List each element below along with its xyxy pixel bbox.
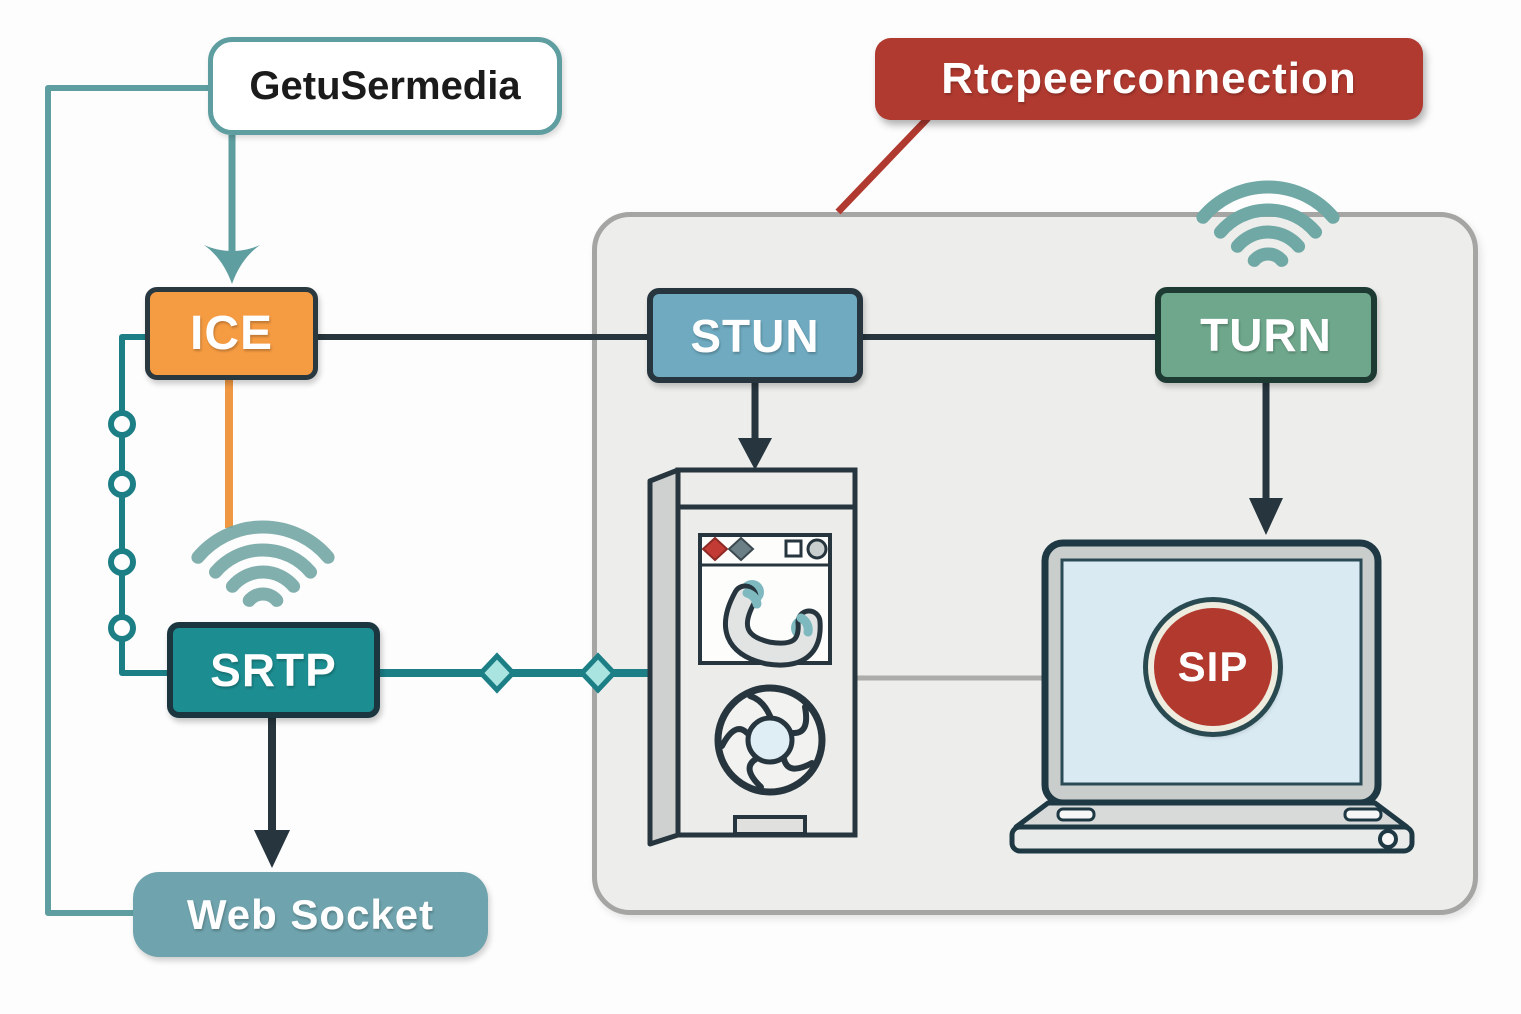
- window-red-diamond-icon: [701, 536, 729, 562]
- node-stun: STUN: [647, 288, 863, 383]
- node-turn: TURN: [1155, 287, 1377, 383]
- window-square-icon: [784, 539, 803, 558]
- connector-dot: [108, 470, 136, 498]
- server-side-panel: [647, 467, 681, 847]
- node-getusermedia: GetuSermedia: [208, 37, 562, 135]
- arrowhead-stun-server: [738, 438, 772, 470]
- arrowhead-turn-laptop: [1249, 498, 1283, 535]
- connector-dot: [108, 410, 136, 438]
- browser-window-icon: [698, 533, 832, 668]
- node-websocket-label: Web Socket: [186, 890, 435, 938]
- sip-badge-label: SIP: [1177, 643, 1249, 690]
- node-srtp-label: SRTP: [210, 644, 337, 696]
- phone-handset-icon: [723, 580, 823, 668]
- node-ice: ICE: [145, 287, 318, 380]
- node-websocket: Web Socket: [133, 872, 488, 957]
- laptop-button: [1378, 829, 1398, 849]
- node-turn-label: TURN: [1200, 309, 1332, 361]
- laptop-pad-left: [1056, 807, 1096, 822]
- connector-dot: [108, 548, 136, 576]
- diamond-marker: [477, 652, 517, 694]
- node-ice-label: ICE: [189, 307, 273, 360]
- node-rtcpeerconnection: Rtcpeerconnection: [875, 38, 1423, 120]
- window-gray-diamond-icon: [727, 536, 755, 562]
- wifi-icon-top: [1196, 180, 1340, 267]
- wifi-icon-left: [191, 520, 335, 607]
- node-stun-label: STUN: [690, 309, 820, 362]
- diamond-marker: [578, 652, 618, 694]
- edge-getusermedia-websocket: [45, 85, 208, 916]
- node-rtcpeerconnection-label: Rtcpeerconnection: [941, 54, 1357, 103]
- laptop-pad-right: [1343, 807, 1383, 822]
- arrowhead-srtp-websocket: [254, 830, 290, 868]
- server-foot-slot: [733, 815, 807, 836]
- node-getusermedia-label: GetuSermedia: [249, 63, 521, 108]
- arrowhead-teal-ice: [204, 245, 260, 284]
- server-icon: [647, 467, 858, 847]
- laptop-icon: [1009, 539, 1415, 854]
- node-srtp: SRTP: [167, 622, 380, 718]
- sip-badge: SIP: [1148, 602, 1278, 732]
- window-circle-icon: [806, 538, 828, 560]
- edge-rtcpeerconnection-panel: [835, 115, 931, 215]
- edge-ice-srtp: [119, 334, 167, 676]
- laptop-front-bar: [1009, 824, 1415, 854]
- fan-icon: [714, 684, 826, 796]
- connector-dot: [108, 614, 136, 642]
